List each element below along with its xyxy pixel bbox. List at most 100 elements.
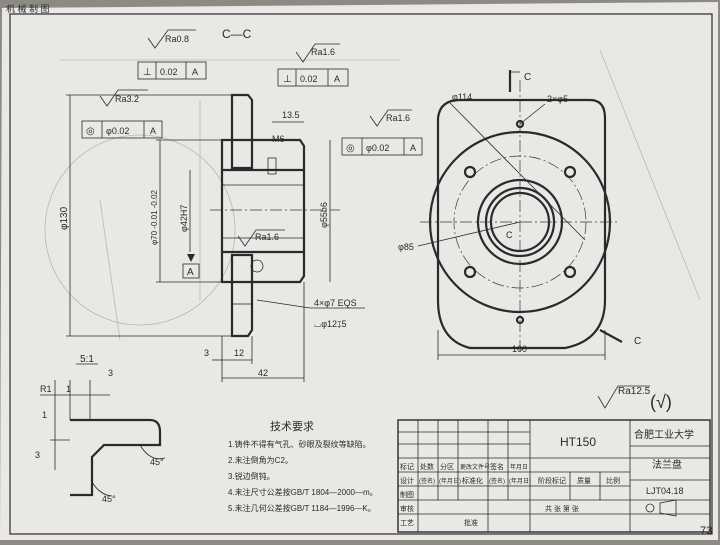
dim-d42: φ42H7 bbox=[179, 205, 189, 232]
drawing-number: LJT04.18 bbox=[646, 486, 684, 496]
tech-requirements: 技术要求 1.铸件不得有气孔、砂眼及裂纹等缺陷。 2.未注倒角为C2。 3.锐边… bbox=[228, 420, 378, 513]
hole-note-2: ⌴φ12↧5 bbox=[314, 319, 347, 329]
svg-text:◎: ◎ bbox=[86, 126, 95, 137]
material: HT150 bbox=[560, 435, 596, 449]
bleed-through bbox=[44, 49, 701, 341]
tech-req-2: 2.未注倒角为C2。 bbox=[228, 455, 293, 465]
svg-text:⊥: ⊥ bbox=[283, 74, 292, 85]
tb-mid-2: 比例 bbox=[606, 476, 620, 485]
detail-scale: 5:1 bbox=[80, 354, 94, 365]
tb-side-2: 工艺 bbox=[400, 519, 414, 527]
tb-approve: 批准 bbox=[464, 518, 478, 527]
tb-row2-1: (签名) bbox=[419, 477, 435, 485]
tech-req-3: 3.锐边倒钝。 bbox=[228, 471, 275, 481]
surface-finish-symbol: (√) bbox=[650, 392, 672, 412]
svg-text:0.02: 0.02 bbox=[160, 67, 178, 77]
detail-profile bbox=[70, 418, 162, 497]
svg-text:φ0.02: φ0.02 bbox=[106, 126, 129, 136]
detail-d3b: 3 bbox=[35, 450, 40, 460]
lower-hole bbox=[250, 259, 264, 273]
tech-req-4: 4.未注尺寸公差按GB/T 1804—2000—m。 bbox=[228, 487, 378, 497]
flange-upper bbox=[230, 93, 254, 170]
tech-req-title: 技术要求 bbox=[270, 420, 314, 433]
dim-d70: φ70 -0.01 -0.02 bbox=[150, 189, 159, 245]
dim-m6: M6 bbox=[272, 134, 285, 144]
hole-note-1: 4×φ7 EQS bbox=[314, 298, 357, 308]
dim-holes: 2×φ5 bbox=[547, 94, 568, 104]
m6-hole bbox=[267, 157, 277, 175]
tb-row2-5: (年月日) bbox=[509, 477, 531, 485]
title-block: HT150 合肥工业大学 法兰盘 LJT04.18 标记 处数 分区 更改文件号… bbox=[397, 419, 711, 533]
section-mark-bottom: C bbox=[634, 336, 641, 347]
bolt-hole-3 bbox=[463, 265, 477, 279]
flange-lower bbox=[230, 253, 254, 338]
detail-45a: 45° bbox=[150, 457, 164, 467]
bolt-hole-1 bbox=[463, 165, 477, 179]
border-frame bbox=[9, 13, 713, 535]
tb-row2-2: (年月日) bbox=[439, 477, 461, 485]
svg-text:◎: ◎ bbox=[346, 143, 355, 154]
ra-left: Ra3.2 bbox=[115, 94, 139, 104]
dim-d55: φ55h6 bbox=[319, 202, 329, 228]
dim-13-5: 13.5 bbox=[282, 110, 300, 120]
dim-100: 100 bbox=[512, 344, 527, 354]
ra-right: Ra1.6 bbox=[386, 113, 410, 123]
bolt-hole-2 bbox=[563, 165, 577, 179]
datum-a: A bbox=[187, 267, 194, 278]
svg-text:A: A bbox=[334, 74, 340, 84]
flange-outline bbox=[436, 98, 607, 350]
dim-12: 12 bbox=[234, 348, 244, 358]
tb-label-1: 处数 bbox=[420, 462, 434, 471]
datum-a-box bbox=[182, 263, 200, 279]
dim-42: 42 bbox=[258, 368, 268, 378]
detail-d1: 1 bbox=[66, 384, 71, 394]
school-name: 合肥工业大学 bbox=[634, 428, 694, 441]
ra-bore: Ra1.6 bbox=[255, 232, 279, 242]
center-mark: C bbox=[506, 230, 513, 240]
ra-top-left: Ra0.8 bbox=[165, 34, 189, 44]
dim-d130: φ130 bbox=[59, 206, 70, 230]
dim-d114: φ114 bbox=[452, 92, 472, 102]
tol-frame-perp-mid: ⊥ 0.02 A bbox=[277, 68, 349, 87]
detail-view: 5:1 R1 1 3 3 1 45° 45° bbox=[35, 354, 166, 504]
tb-mid-0: 阶段标记 bbox=[538, 476, 566, 485]
projection-symbol bbox=[645, 503, 655, 513]
tb-label-0: 标记 bbox=[400, 462, 414, 471]
svg-text:⊥: ⊥ bbox=[143, 67, 152, 78]
tol-frame-coax-left: ◎ φ0.02 A bbox=[81, 120, 163, 139]
tol-frame-coax-right: ◎ φ0.02 A bbox=[341, 137, 423, 156]
svg-text:A: A bbox=[410, 143, 416, 153]
tol-frame-perp-top: ⊥ 0.02 A bbox=[137, 61, 207, 80]
tech-req-5: 5.未注几何公差按GB/T 1184—1996—K。 bbox=[228, 503, 376, 513]
tb-label-2: 分区 bbox=[440, 462, 454, 471]
page-number: 73 bbox=[700, 525, 712, 537]
tb-label-3: 更改文件号 bbox=[460, 463, 490, 471]
bolt-hole-4 bbox=[563, 265, 577, 279]
svg-text:0.02: 0.02 bbox=[300, 74, 318, 84]
tb-row2-0: 设计 bbox=[400, 476, 414, 485]
tb-row2-4: (签名) bbox=[489, 477, 505, 485]
tb-side-1: 审核 bbox=[400, 504, 414, 513]
dim-d85: φ85 bbox=[398, 242, 414, 252]
section-view: C—C φ130 φ70 -0.01 -0 bbox=[59, 27, 423, 382]
tb-row2-3: 标准化 bbox=[462, 476, 483, 485]
section-mark-top: C bbox=[524, 72, 531, 83]
svg-text:A: A bbox=[150, 126, 156, 136]
dim-3: 3 bbox=[204, 348, 209, 358]
tb-mid-1: 质量 bbox=[577, 476, 591, 485]
front-view: C C C φ114 2×φ5 φ85 100 bbox=[398, 70, 641, 360]
tb-label-4: 签名 bbox=[490, 462, 504, 471]
tech-req-1: 1.铸件不得有气孔、砂眼及裂纹等缺陷。 bbox=[228, 439, 371, 449]
section-label: C—C bbox=[222, 27, 252, 41]
svg-text:A: A bbox=[192, 67, 198, 77]
detail-d1b: 1 bbox=[42, 410, 47, 420]
surface-finish-value: Ra12.5 bbox=[618, 386, 651, 397]
svg-text:φ0.02: φ0.02 bbox=[366, 143, 389, 153]
tb-side-0: 制图 bbox=[400, 490, 414, 499]
hub-upper-wall bbox=[220, 138, 306, 172]
ra-top-right: Ra1.6 bbox=[311, 47, 335, 57]
header-text: 机 械 制 图 bbox=[6, 3, 50, 14]
